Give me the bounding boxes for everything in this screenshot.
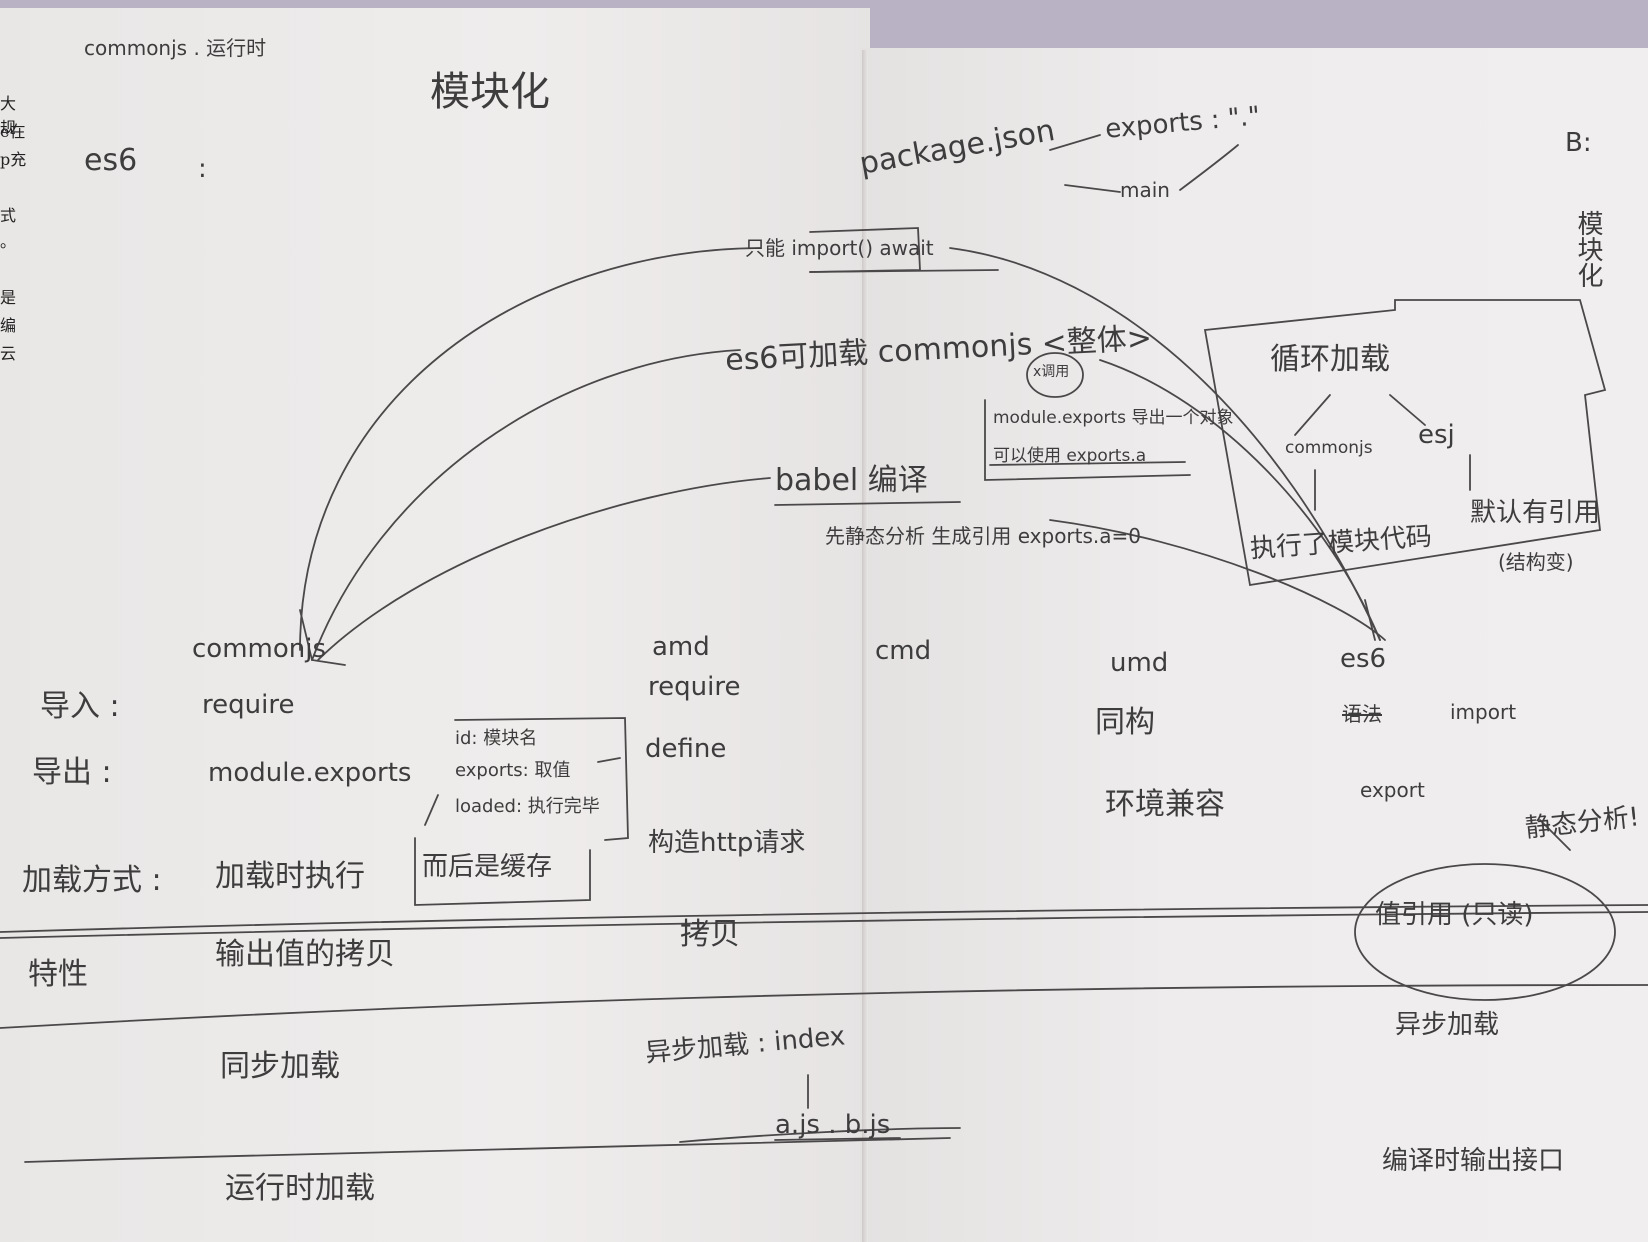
babel-underline	[774, 501, 961, 506]
arrow-static	[1539, 819, 1571, 851]
book-edge-line: 云	[0, 344, 17, 363]
import-await-underline	[809, 269, 999, 273]
es6-async: 异步加载	[1395, 1010, 1500, 1040]
es6-down-arrow	[1364, 599, 1376, 641]
column-amd: amd	[652, 632, 710, 662]
arc-es6-cjs	[311, 349, 741, 661]
babel-note: 先静态分析 生成引用 exports.a=0	[825, 524, 1142, 548]
commonjs-module-exports: exports: 取值	[455, 760, 571, 781]
circular-box	[1203, 299, 1607, 587]
column-es6: es6	[1340, 644, 1387, 674]
es6-compile: 编译时输出接口	[1382, 1146, 1565, 1176]
circular-commonjs: commonjs	[1285, 438, 1373, 458]
arrow-main	[1064, 184, 1121, 193]
cache-box	[414, 837, 591, 906]
commonjs-export: module.exports	[208, 758, 412, 788]
babel-label: babel 编译	[775, 463, 928, 498]
xuyong-note: x调用	[1033, 364, 1070, 380]
arc-babel	[317, 477, 771, 661]
module-note-box	[984, 399, 1191, 481]
amd-export: define	[645, 734, 727, 764]
commonjs-runtime: 运行时加载	[225, 1171, 375, 1206]
amd-feature: 拷贝	[680, 917, 740, 952]
page-fold	[862, 50, 868, 1242]
umd-export: 环境兼容	[1105, 787, 1225, 822]
es6-colon: :	[198, 154, 207, 184]
commonjs-load-cache: 而后是缓存	[422, 852, 553, 882]
corner-word: 模块化	[1573, 210, 1603, 288]
row-label-feature: 特性	[28, 957, 88, 992]
commonjs-load: 加载时执行	[215, 859, 365, 894]
arrow-exports	[1049, 134, 1101, 151]
row-line-1b	[0, 911, 1648, 939]
es6-import: import	[1450, 700, 1517, 724]
arc-right-1	[949, 247, 1381, 641]
book-edge-line: 。	[0, 232, 17, 251]
book-edge-line: p充	[0, 150, 27, 169]
es6-export: export	[1360, 778, 1425, 802]
arrow-to-module-object	[424, 794, 439, 826]
circular-esj-result: 默认有引用	[1470, 498, 1601, 528]
circular-branch-right	[1389, 394, 1426, 426]
amd-import: require	[648, 672, 741, 702]
row-label-import: 导入 :	[40, 689, 120, 724]
row-line-3b	[679, 1127, 961, 1143]
book-edge-line: 式	[0, 206, 17, 225]
arc-right-3	[1049, 519, 1386, 641]
left-page	[0, 8, 870, 1242]
arrow-main-to-dot	[1179, 144, 1239, 191]
circular-esj: esj	[1418, 420, 1455, 450]
value-reference-ellipse	[1354, 863, 1616, 1001]
book-edge-text: 大规 e在 p充 式 。 是 编 云	[0, 0, 28, 380]
page-title: 模块化	[430, 69, 550, 115]
row-line-3	[24, 1137, 951, 1163]
row-line-1	[0, 904, 1648, 933]
right-page	[860, 48, 1648, 1242]
amd-files: a.js . b.js	[775, 1110, 891, 1140]
commonjs-import: require	[202, 690, 295, 720]
book-edge-line: e在	[0, 122, 26, 141]
row-label-load: 加载方式 :	[22, 863, 162, 898]
column-cmd: cmd	[875, 636, 932, 666]
amd-load: 构造http请求	[648, 828, 806, 858]
arrow-head-cjs	[299, 609, 346, 666]
commonjs-feature: 输出值的拷贝	[215, 937, 395, 972]
es6-import-crossed: 语法	[1342, 702, 1382, 726]
book-edge-line: 是	[0, 288, 17, 307]
circular-branch-left	[1294, 394, 1331, 436]
commonjs-module-id: id: 模块名	[455, 728, 538, 749]
module-note-underline	[989, 461, 1186, 466]
arrow-exports-value	[597, 757, 621, 763]
umd-import: 同构	[1095, 705, 1155, 740]
package-main-label: main	[1120, 178, 1170, 202]
book-edge-line: 编	[0, 316, 17, 335]
es6-label: es6	[84, 143, 138, 178]
import-await-note: 只能 import() await	[745, 236, 934, 260]
circular-loading-title: 循环加载	[1270, 342, 1390, 377]
book-edge-line: 大规	[0, 94, 17, 137]
commonjs-module-loaded: loaded: 执行完毕	[455, 796, 600, 817]
arc-right-2	[1099, 359, 1381, 641]
arc-import-await	[299, 247, 761, 651]
ajs-underline	[774, 1137, 901, 1141]
row-line-2	[0, 984, 1648, 1029]
column-umd: umd	[1110, 648, 1169, 678]
row-label-export: 导出 :	[32, 755, 112, 790]
module-object-box	[454, 717, 629, 841]
module-exports-note: module.exports 导出一个对象	[993, 408, 1234, 428]
commonjs-sync: 同步加载	[220, 1049, 340, 1084]
commonjs-runtime-header: commonjs . 运行时	[84, 36, 267, 60]
xuyong-circle	[1026, 352, 1084, 398]
circular-esj-note: (结构变)	[1498, 550, 1574, 574]
column-commonjs: commonjs	[192, 634, 327, 664]
es6-feature: 值引用 (只读)	[1375, 900, 1534, 930]
exports-a-note: 可以使用 exports.a	[993, 446, 1147, 466]
corner-letter: B:	[1565, 128, 1592, 158]
